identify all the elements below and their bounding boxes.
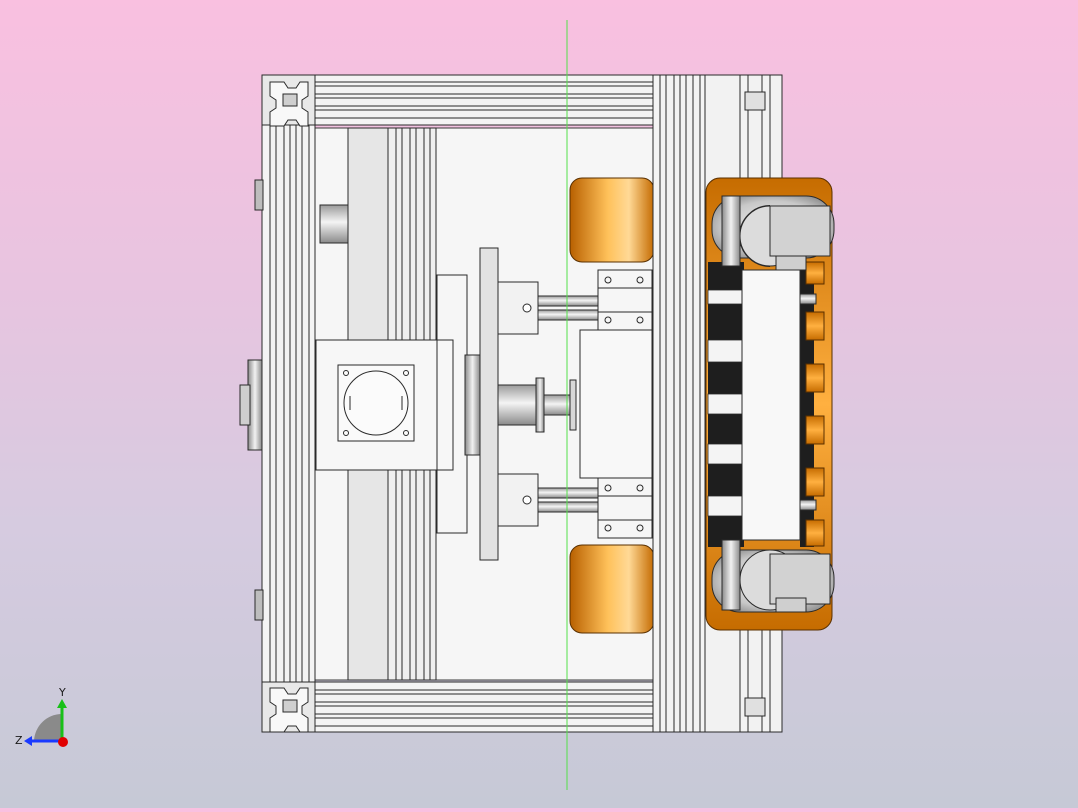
carriage-plate (579, 329, 653, 479)
coordinate-triad-icon[interactable]: Y Z (12, 686, 76, 752)
left-motor-housing (239, 179, 349, 621)
triad-quadrant (34, 714, 62, 741)
flange-disc (464, 247, 577, 561)
main-column-profile (652, 74, 706, 733)
aluminum-profile-icon (261, 681, 316, 733)
left-rail-profile (261, 124, 316, 683)
x-axis-icon (58, 737, 68, 747)
caster-wheel-upper (711, 195, 835, 271)
drive-wheel-lower (569, 544, 655, 634)
y-axis-label: Y (58, 686, 66, 699)
z-arrow-icon (24, 736, 32, 746)
spring-plate (741, 269, 817, 541)
linear-guide-upper (497, 269, 653, 335)
z-axis-label: Z (15, 734, 23, 747)
linear-guide-lower (497, 473, 653, 539)
y-arrow-icon (57, 699, 67, 708)
gearbox-block (315, 274, 468, 534)
aluminum-profile-icon (261, 74, 316, 127)
caster-wheel-lower (711, 539, 835, 613)
spring-pads (805, 261, 825, 547)
drive-wheel-upper (569, 177, 655, 263)
